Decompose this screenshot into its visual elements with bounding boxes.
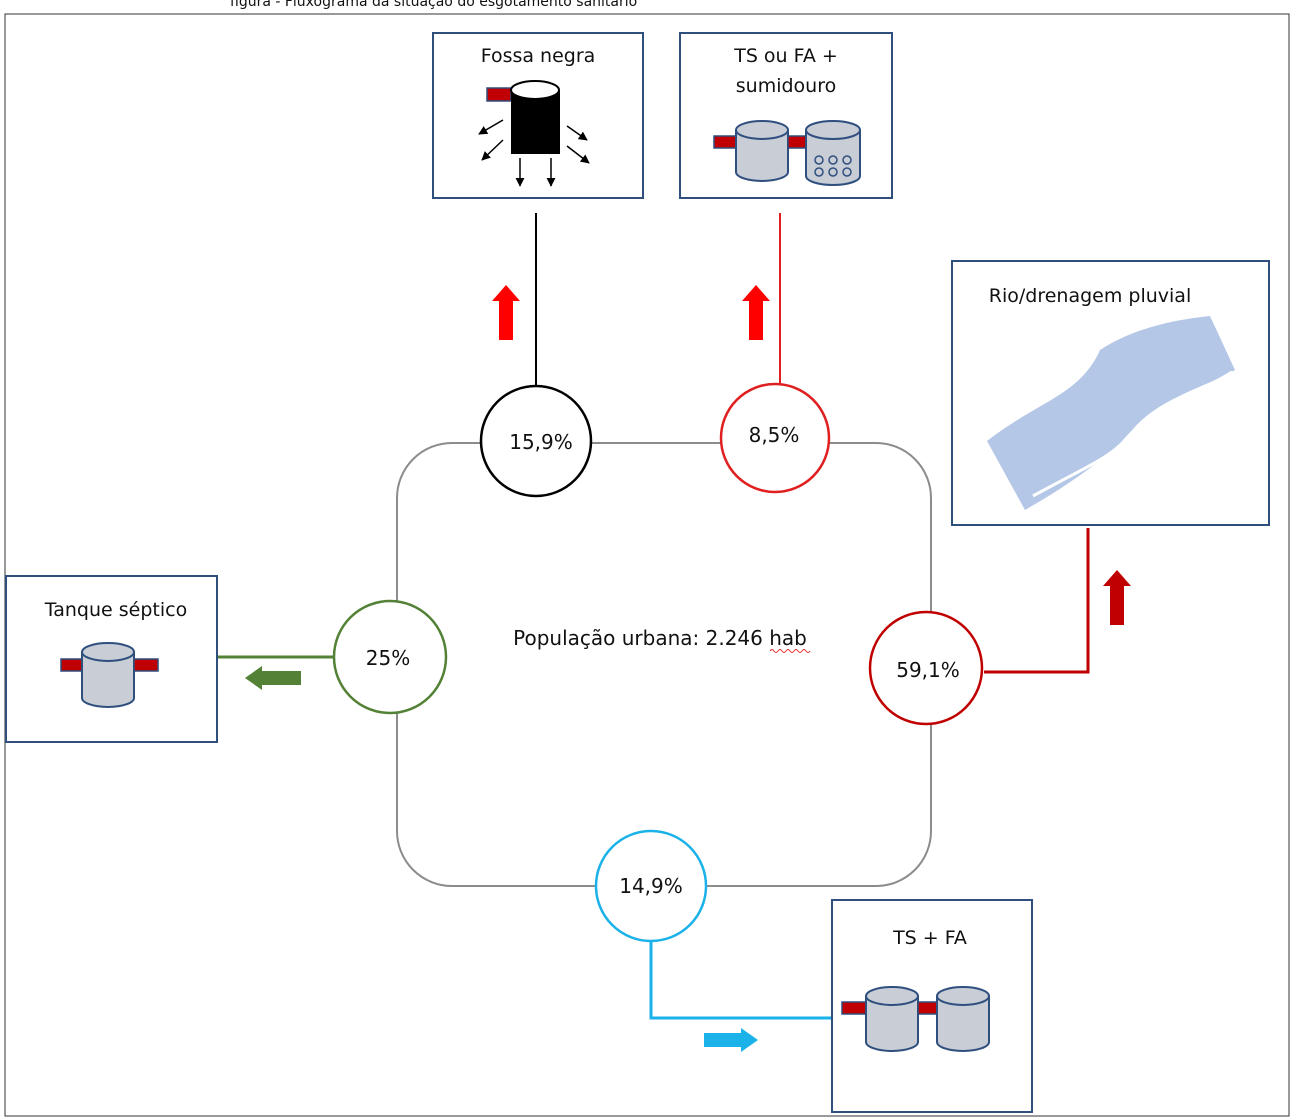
node-rio: 59,1% bbox=[868, 610, 984, 726]
title-rio: Rio/drenagem pluvial bbox=[989, 285, 1191, 307]
title-fossa-negra: Fossa negra bbox=[481, 45, 596, 67]
title-ts-fa-sumidouro-line2: sumidouro bbox=[736, 75, 836, 97]
box-ts-fa: TS + FA bbox=[831, 899, 1033, 1113]
outer-frame bbox=[4, 13, 1290, 1117]
arrow-up-ts-fa-sumidouro bbox=[742, 285, 770, 340]
population-label: População urbana: 2.246 hab bbox=[513, 626, 807, 650]
node-tanque-septico: 25% bbox=[332, 599, 448, 715]
septic-tank-filter-icon bbox=[841, 986, 990, 1052]
arrow-up-rio bbox=[1103, 570, 1131, 625]
flow-loop bbox=[396, 442, 932, 887]
arrow-left-tanque-septico bbox=[245, 666, 301, 690]
node-ts-fa-sumidouro: 8,5% bbox=[719, 382, 831, 494]
line-rio bbox=[984, 528, 1090, 674]
pct-ts-fa: 14,9% bbox=[619, 874, 683, 898]
black-pit-icon bbox=[478, 80, 590, 187]
node-ts-fa: 14,9% bbox=[594, 829, 708, 943]
sump-icon bbox=[805, 120, 861, 186]
arrow-up-fossa-negra bbox=[492, 285, 520, 340]
spellcheck-underline bbox=[769, 649, 811, 653]
box-ts-fa-sumidouro: TS ou FA + sumidouro bbox=[679, 32, 893, 199]
box-rio: Rio/drenagem pluvial bbox=[951, 260, 1270, 526]
septic-tank-icon bbox=[713, 120, 809, 182]
river-icon bbox=[987, 316, 1235, 510]
line-ts-fa bbox=[649, 940, 832, 1020]
title-ts-fa: TS + FA bbox=[892, 927, 967, 949]
septic-tank-icon bbox=[60, 642, 159, 708]
title-tanque-septico: Tanque séptico bbox=[44, 599, 187, 621]
title-ts-fa-sumidouro-line1: TS ou FA + bbox=[733, 45, 838, 67]
pct-fossa-negra: 15,9% bbox=[509, 430, 573, 454]
pct-rio: 59,1% bbox=[896, 658, 960, 682]
box-fossa-negra: Fossa negra bbox=[432, 32, 644, 199]
pct-ts-fa-sumidouro: 8,5% bbox=[749, 423, 800, 447]
node-fossa-negra: 15,9% bbox=[479, 384, 593, 498]
box-tanque-septico: Tanque séptico bbox=[5, 575, 218, 743]
partial-caption: figura - Fluxograma da situação do esgot… bbox=[230, 0, 637, 10]
pct-tanque-septico: 25% bbox=[366, 646, 410, 670]
arrow-right-ts-fa bbox=[704, 1028, 758, 1052]
